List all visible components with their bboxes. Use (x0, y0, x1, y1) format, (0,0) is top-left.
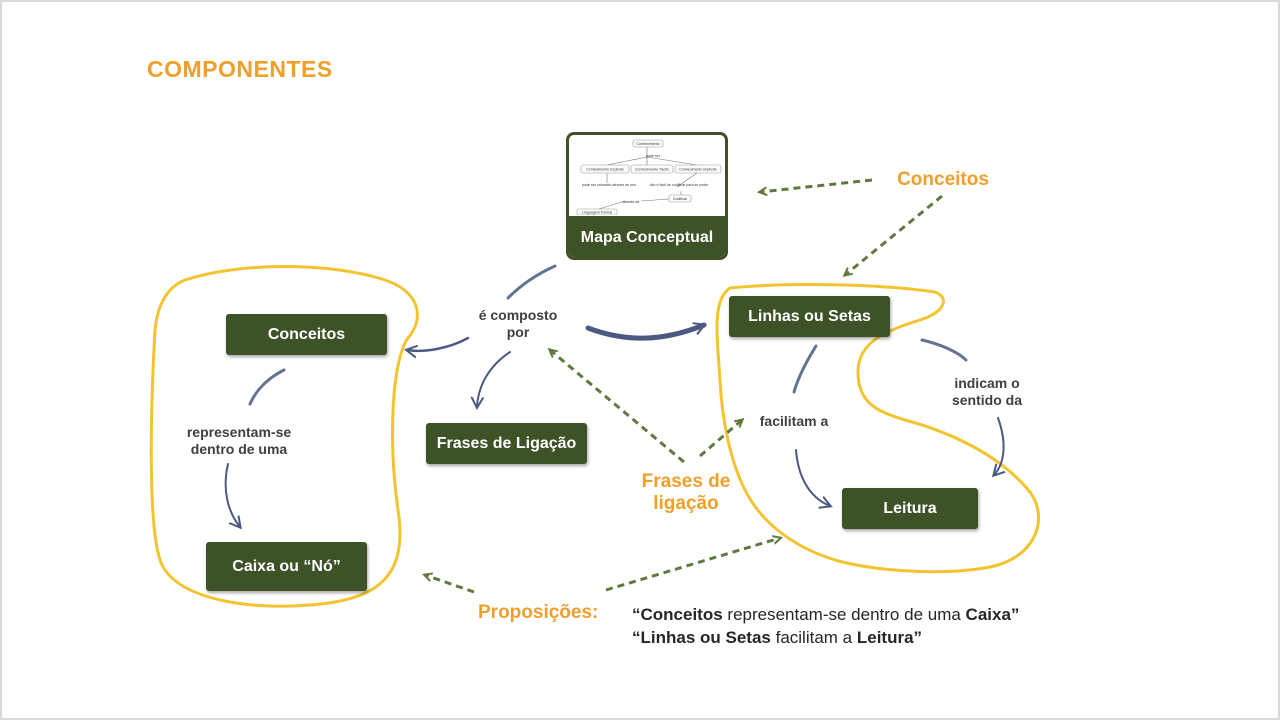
thumb-text: pode ser colocado através de seu (582, 183, 636, 187)
proposition-concept: Linhas ou Setas (640, 628, 771, 647)
pointer-conceitos-to-linhas (845, 194, 943, 275)
link-composto-to-linhas (585, 325, 704, 341)
node-leitura: Leitura (842, 488, 978, 529)
node-linhas-setas: Linhas ou Setas (729, 296, 890, 337)
proposition-link: facilitam a (770, 628, 857, 647)
link-label-composto: é composto por (478, 307, 558, 340)
proposition-concept: Conceitos (640, 605, 723, 624)
thumb-text: Conhecimento Explícito (586, 168, 624, 172)
quote-close: ” (1010, 605, 1020, 624)
callout-pointers (425, 178, 943, 594)
quote-open: “ (632, 628, 641, 647)
thumb-node (674, 164, 722, 174)
thumb-text: Conhecimento Tácito (635, 168, 669, 172)
proposition-2: “Linhas ou Setas facilitam a Leitura” (632, 627, 922, 648)
link-composto-to-conceitos (407, 336, 470, 351)
callout-proposicoes: Proposições: (478, 602, 599, 623)
thumb-text: Conhecimento Implícito (679, 168, 717, 172)
link-composto-to-frases (477, 351, 511, 407)
proposition-1: “Conceitos representam-se dentro de uma … (632, 604, 1019, 625)
pointer-conceitos-to-map (760, 178, 873, 192)
right-group-outline (715, 283, 1040, 574)
node-caixa: Caixa ou “Nó” (206, 542, 367, 591)
thumb-text: Codificar (673, 197, 688, 201)
callout-conceitos: Conceitos (897, 169, 989, 190)
thumb-node (630, 164, 674, 174)
slide-title: COMPONENTES (147, 56, 333, 82)
thumb-text: pode ser (646, 154, 661, 158)
thumb-text: Linguagem Formal (582, 211, 612, 215)
link-representam-to-caixa (224, 463, 240, 527)
thumb-text: não é fácil de codificar para se poder (650, 183, 710, 187)
map-title-box: Mapa Conceptual (569, 216, 725, 257)
pointer-proposicoes-to-right (605, 538, 780, 592)
thumb-node (576, 208, 618, 215)
node-frases-ligacao: Frases de Ligação (426, 423, 587, 464)
left-group-outline (149, 265, 419, 608)
node-conceitos: Conceitos (226, 314, 387, 355)
link-label-representam: representam-se dentro de uma (186, 424, 292, 457)
pointer-proposicoes-to-left (425, 575, 475, 594)
concept-links (224, 264, 1004, 527)
thumb-node (580, 164, 630, 174)
proposition-target: Leitura (856, 628, 914, 647)
link-indicam-to-leitura (994, 417, 1004, 475)
quote-open: “ (632, 605, 641, 624)
thumb-node (632, 139, 664, 148)
link-linhas-to-indicam (920, 338, 968, 362)
thumb-node (668, 194, 692, 203)
callout-frases-ligacao: Frases de ligação (641, 471, 731, 514)
link-label-facilitam: facilitam a (759, 413, 829, 429)
link-label-indicam: indicam o sentido da (951, 375, 1022, 408)
concept-map-thumbnail: Conhecimento pode ser Conhecimento Explí… (566, 132, 728, 260)
link-conceitos-to-representam (248, 368, 286, 406)
pointer-frases-to-composto (550, 350, 685, 464)
link-linhas-to-facilitam (792, 344, 818, 394)
proposition-target: Caixa (965, 605, 1011, 624)
link-facilitam-to-leitura (795, 449, 830, 506)
pointer-frases-to-facilitam (699, 420, 742, 458)
proposition-link: representam-se dentro de uma (722, 605, 966, 624)
thumbnail-map-image: Conhecimento pode ser Conhecimento Explí… (576, 139, 722, 215)
link-map-to-composto (506, 264, 557, 300)
thumb-text: através de (623, 200, 640, 204)
thumb-text: Conhecimento (636, 142, 659, 146)
quote-close: ” (913, 628, 923, 647)
